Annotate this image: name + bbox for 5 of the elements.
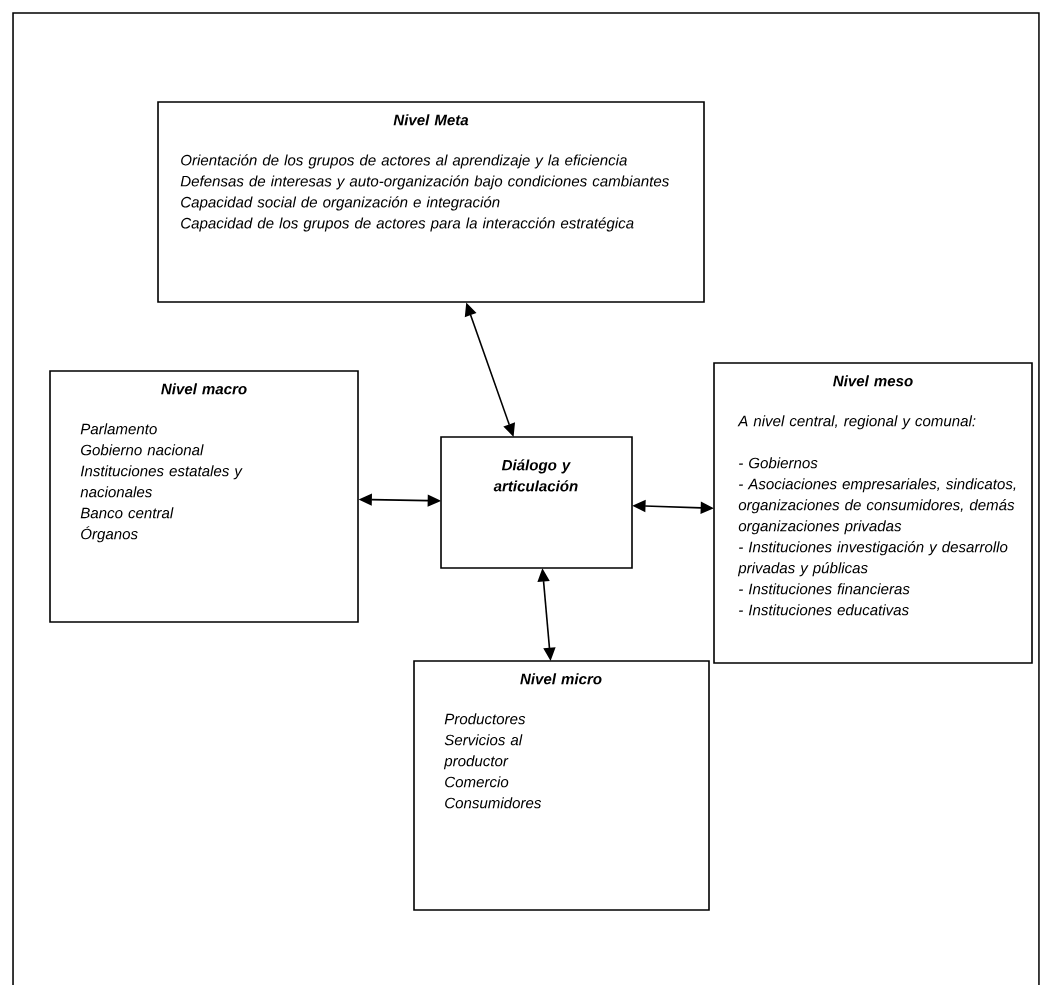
- level-box: Nivel meso A nivel central, regional y comunal: - Gobiernos - Asociaciones empresariales, sindicatos, organizaciones de consumidores, demás organizaciones privadas - Instituciones investigación y desarrollo privadas y públicas - Instituciones financieras - Instituciones educativas: [713, 362, 1033, 664]
- level-box: Diálogo y articulación: [440, 436, 633, 569]
- level-box: Nivel micro Productores Servicios al productor Comercio Consumidores: [413, 660, 710, 911]
- level-box: Nivel Meta Orientación de los grupos de actores al aprendizaje y la eficiencia Defensas de interesas y auto-organización bajo condiciones cambiantes Capacidad social de organización e integración Capacidad de los grupos de actores para la interacción estratégica: [157, 101, 705, 303]
- level-box: Nivel macro Parlamento Gobierno nacional Instituciones estatales y nacionales Banco central Órganos: [49, 370, 359, 623]
